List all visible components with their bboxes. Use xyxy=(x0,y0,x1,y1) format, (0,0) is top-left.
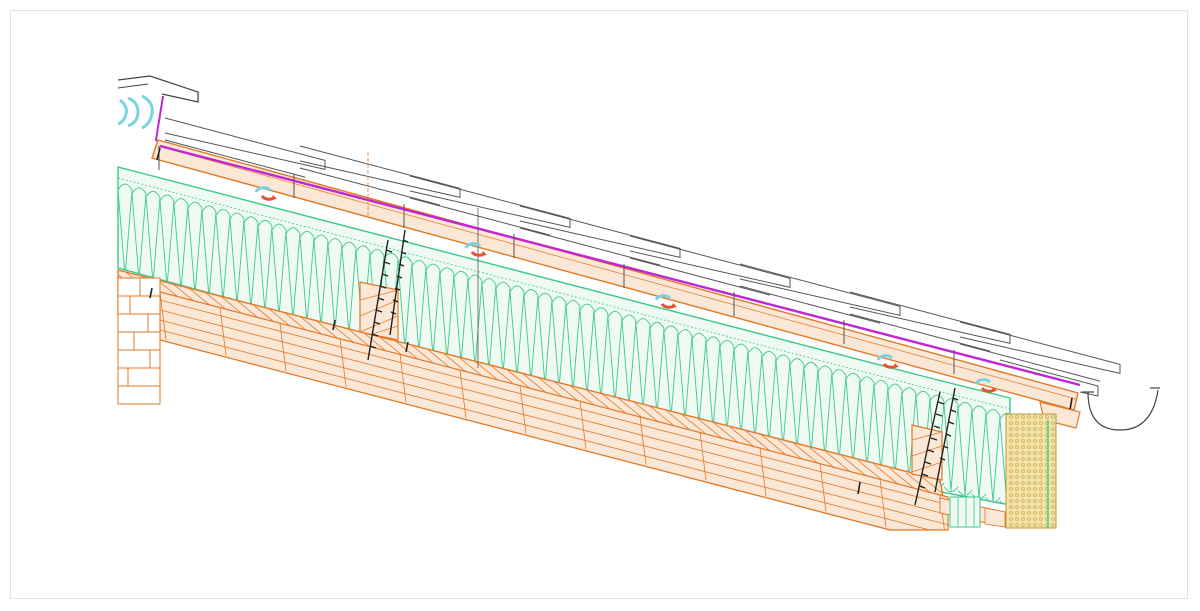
ridge-cap xyxy=(117,75,199,103)
ridge-membrane xyxy=(154,95,165,145)
wall-insulation xyxy=(1005,413,1057,529)
gutter xyxy=(1082,387,1160,431)
airflow-icon xyxy=(464,242,487,257)
airflow-markers xyxy=(254,186,997,393)
screw-right xyxy=(914,387,959,506)
airflow-icon xyxy=(654,294,677,309)
insulation-layer xyxy=(117,166,1011,506)
roofing-membrane xyxy=(159,144,1081,387)
fasteners xyxy=(149,147,1073,495)
left-wall xyxy=(117,277,161,405)
airflow-icon xyxy=(254,186,277,201)
airflow-icon xyxy=(974,378,997,393)
roof-tiles xyxy=(158,117,1121,397)
eaves-insulation xyxy=(949,496,981,528)
ridge-vent-icon xyxy=(117,94,154,130)
screw-left xyxy=(367,229,409,361)
airflow-icon xyxy=(876,354,899,369)
ceiling-boarding xyxy=(159,291,949,531)
